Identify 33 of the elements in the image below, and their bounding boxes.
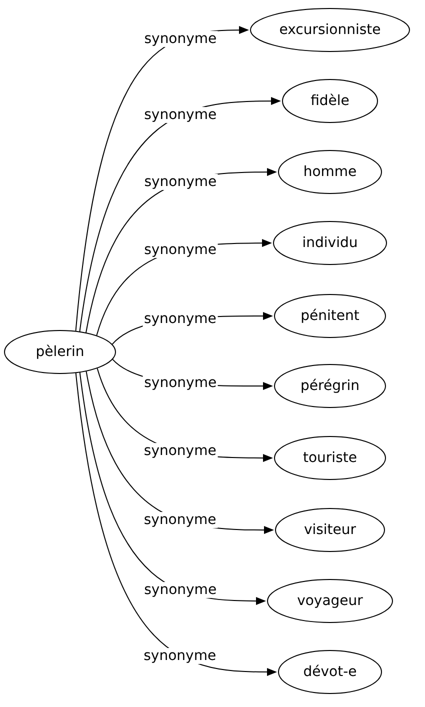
edge-label: synonyme — [142, 512, 218, 528]
node-label: pénitent — [300, 308, 360, 324]
ellipse-node — [274, 294, 386, 338]
ellipse-node — [273, 221, 387, 265]
node-label: visiteur — [304, 522, 356, 538]
node-label: fidèle — [310, 93, 350, 109]
edge-label: synonyme — [143, 582, 218, 598]
node-label: pérégrin — [300, 378, 360, 394]
edge-label: synonyme — [143, 107, 218, 124]
ellipse-node — [4, 330, 116, 374]
edge-label: synonyme — [143, 174, 218, 190]
node-label: voyageur — [297, 593, 363, 609]
edge-label: synonyme — [143, 375, 218, 392]
arrow — [79, 97, 281, 332]
ellipse-node — [275, 508, 385, 552]
ellipse-node — [278, 650, 382, 694]
edge-label: synonyme — [142, 443, 218, 460]
ellipse-node — [250, 8, 410, 52]
ellipse-node — [278, 150, 382, 194]
edge-label: synonyme — [143, 30, 218, 47]
node-label: homme — [303, 164, 357, 180]
ellipse-node — [267, 579, 393, 623]
edge-label: synonyme — [143, 242, 218, 258]
ellipse-node — [274, 436, 386, 480]
node-label: individu — [302, 235, 358, 251]
node-label: pèlerin — [36, 344, 84, 360]
ellipse-node — [282, 79, 378, 123]
node-label: touriste — [303, 450, 357, 466]
edge-label: synonyme — [142, 648, 218, 664]
arrow — [75, 372, 277, 676]
ellipse-node — [274, 364, 386, 408]
node-label: excursionniste — [279, 22, 381, 38]
node-label: dévot-e — [303, 664, 357, 680]
